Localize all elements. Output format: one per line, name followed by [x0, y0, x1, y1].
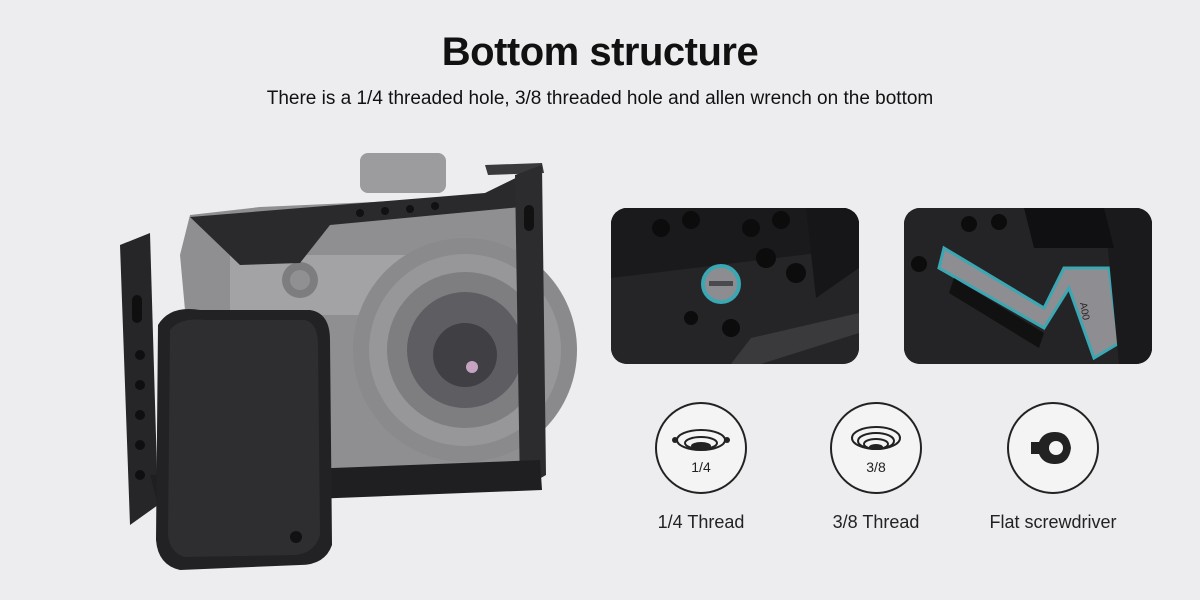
feature-flat-screwdriver-label: Flat screwdriver: [989, 512, 1117, 532]
thread-quarter-icon: 1/4: [655, 402, 747, 494]
thread-three-eighths-value: 3/8: [866, 458, 886, 475]
page-subtitle: There is a 1/4 threaded hole, 3/8 thread…: [266, 88, 934, 109]
allen-wrench-closeup: A00: [904, 208, 1152, 364]
page-title: Bottom structure: [441, 30, 759, 74]
feature-quarter-thread-label: 1/4 Thread: [657, 512, 745, 532]
feature-quarter-thread: 1/4 1/4 Thread: [611, 402, 791, 533]
feature-flat-screwdriver: Flat screwdriver: [963, 402, 1143, 533]
flat-screwdriver-icon: [1007, 402, 1099, 494]
feature-three-eighths-thread: 3/8 3/8 Thread: [786, 402, 966, 533]
thread-three-eighths-icon: 3/8: [830, 402, 922, 494]
feature-three-eighths-thread-label: 3/8 Thread: [832, 512, 920, 532]
thread-quarter-value: 1/4: [691, 458, 711, 475]
threaded-holes-closeup: [611, 208, 859, 364]
camera-cage-image: [110, 145, 580, 585]
engraving-text: A00: [1077, 302, 1091, 322]
